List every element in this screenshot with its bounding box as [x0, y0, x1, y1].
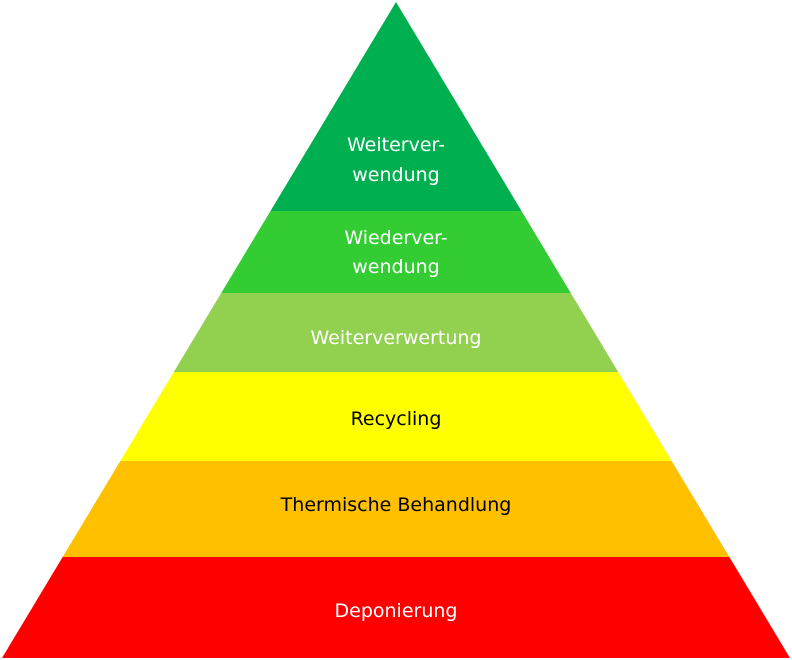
pyramid-tier-2-label-line-2: wendung [352, 256, 439, 278]
pyramid-tier-4 [120, 372, 672, 461]
pyramid-tier-2-label-line-1: Wiederver- [344, 227, 447, 249]
pyramid-tier-3 [173, 293, 619, 372]
pyramid-tier-3-label-line-1: Weiterverwertung [311, 327, 482, 349]
pyramid-tier-1-label-line-1: Weiterver- [347, 134, 445, 156]
pyramid-tier-5 [62, 461, 730, 557]
pyramid-tier-6 [2, 557, 790, 658]
pyramid-tier-5-label-line-1: Thermische Behandlung [280, 494, 512, 516]
pyramid-tier-1 [270, 2, 522, 211]
pyramid-tier-2 [221, 211, 571, 293]
pyramid-tier-1-label-line-2: wendung [352, 164, 439, 186]
pyramid-tier-6-label-line-1: Deponierung [335, 600, 458, 622]
pyramid-tier-4-label-line-1: Recycling [351, 408, 442, 430]
